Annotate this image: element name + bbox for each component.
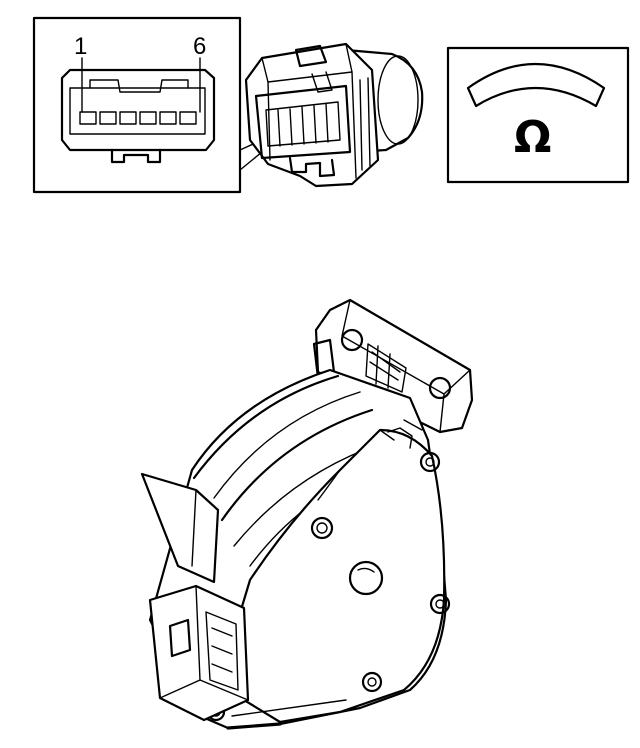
ohm-symbol: Ω <box>514 112 551 163</box>
screw-boss-bottom <box>361 671 383 693</box>
ohmmeter-inset: Ω <box>446 46 630 184</box>
meter-scale-arc <box>466 63 606 108</box>
pin-6-label: 6 <box>193 33 206 60</box>
screw-boss-upper-right <box>419 451 441 473</box>
connector-3d <box>244 42 424 188</box>
actuator-motor <box>140 298 474 730</box>
pin-1-label: 1 <box>74 33 87 60</box>
screw-boss-top <box>310 516 334 540</box>
screw-boss-right <box>429 593 451 615</box>
connector-face-inset: 1 6 <box>32 16 263 194</box>
